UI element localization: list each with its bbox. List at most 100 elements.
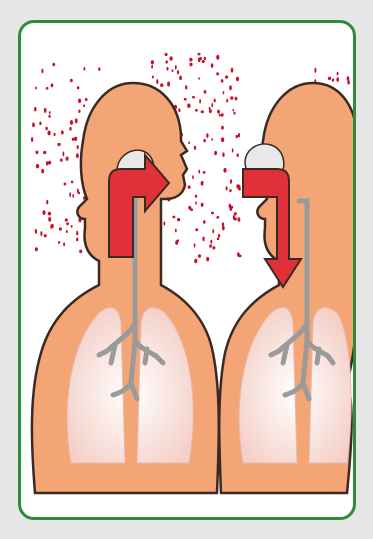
droplet: [195, 201, 197, 204]
droplet: [35, 86, 37, 89]
droplet: [209, 244, 212, 248]
droplet: [60, 158, 63, 161]
droplet: [46, 87, 49, 90]
droplet: [35, 229, 37, 234]
droplet: [69, 192, 71, 197]
droplet: [192, 96, 195, 99]
droplet: [238, 185, 240, 189]
droplet: [83, 104, 85, 107]
droplet: [32, 123, 35, 128]
droplet: [234, 217, 237, 220]
droplet: [172, 69, 174, 72]
droplet: [328, 77, 331, 80]
droplet: [177, 70, 179, 74]
droplet: [177, 218, 180, 221]
droplet: [54, 133, 56, 136]
droplet: [164, 221, 166, 225]
droplet: [216, 216, 219, 219]
droplet: [59, 227, 62, 230]
droplet: [48, 161, 51, 165]
droplet: [185, 85, 187, 89]
droplet: [222, 226, 225, 231]
droplet: [78, 110, 80, 114]
droplet: [98, 67, 100, 71]
droplet: [237, 217, 240, 222]
person-inhaling: [219, 83, 353, 493]
droplet: [202, 60, 205, 63]
droplet: [167, 82, 170, 87]
droplet: [51, 83, 54, 87]
droplet: [232, 148, 234, 152]
droplet: [35, 247, 38, 251]
droplet: [151, 60, 154, 64]
droplet: [45, 127, 47, 131]
droplet: [234, 212, 237, 215]
droplet: [231, 68, 234, 73]
droplet: [206, 133, 208, 138]
droplet: [169, 56, 172, 60]
droplet: [62, 152, 64, 157]
droplet: [230, 179, 232, 184]
droplet: [200, 57, 202, 60]
droplet: [212, 246, 215, 249]
droplet: [58, 143, 60, 146]
droplet: [64, 183, 67, 186]
droplet: [44, 108, 47, 113]
droplet: [48, 115, 50, 118]
droplet: [204, 90, 207, 94]
droplet: [83, 67, 85, 71]
droplet: [58, 241, 60, 244]
droplet: [152, 75, 154, 78]
droplet: [77, 86, 80, 89]
droplet: [206, 257, 209, 261]
droplet: [189, 63, 192, 67]
droplet: [211, 138, 213, 141]
droplet: [236, 135, 239, 138]
droplet: [314, 68, 316, 73]
droplet: [199, 99, 201, 104]
droplet: [40, 231, 42, 236]
droplet: [41, 69, 43, 73]
droplet: [195, 109, 198, 112]
droplet: [221, 137, 224, 142]
droplet: [78, 99, 81, 104]
droplet: [42, 210, 45, 215]
droplet: [34, 107, 36, 112]
droplet: [211, 103, 213, 107]
droplet: [236, 77, 239, 81]
droplet: [221, 79, 224, 83]
droplet: [222, 152, 224, 157]
droplet: [221, 113, 224, 116]
droplet: [225, 76, 228, 79]
droplet: [36, 151, 39, 154]
droplet: [65, 218, 68, 221]
droplet: [39, 121, 41, 125]
droplet: [336, 77, 339, 82]
breathing-illustration: [21, 23, 353, 517]
droplet: [235, 97, 238, 101]
droplet: [31, 137, 33, 142]
droplet: [76, 231, 78, 235]
droplet: [76, 153, 79, 158]
droplet: [49, 111, 51, 114]
droplet: [237, 252, 240, 257]
droplet: [165, 60, 167, 63]
droplet: [237, 153, 239, 157]
droplet: [212, 229, 214, 233]
droplet: [223, 168, 226, 173]
droplet: [66, 157, 69, 161]
droplet: [209, 109, 212, 113]
droplet: [211, 212, 214, 215]
droplet: [194, 243, 196, 247]
droplet: [203, 139, 205, 143]
droplet: [232, 109, 234, 112]
droplet: [52, 63, 55, 67]
droplet: [194, 146, 196, 150]
droplet: [75, 118, 78, 123]
droplet: [165, 53, 168, 56]
droplet: [71, 225, 73, 228]
droplet: [85, 98, 88, 101]
droplet: [172, 216, 175, 219]
droplet: [214, 151, 217, 155]
droplet: [48, 212, 51, 216]
